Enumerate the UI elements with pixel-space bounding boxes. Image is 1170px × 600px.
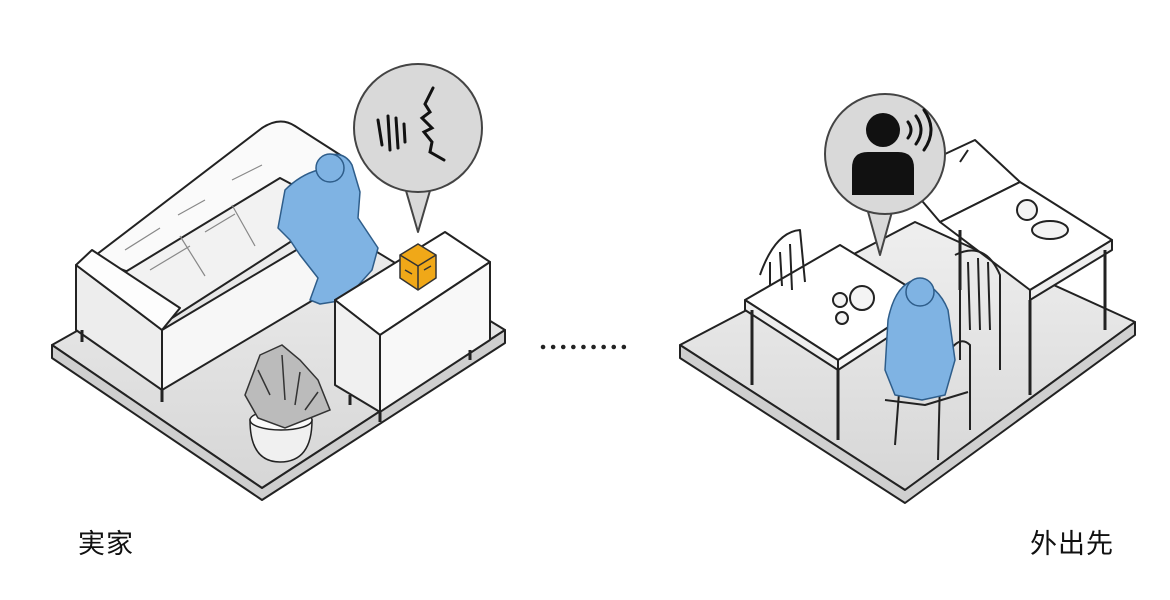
potted-plant xyxy=(244,344,331,463)
seated-person xyxy=(277,153,379,305)
home-label: 実家 xyxy=(78,529,134,560)
home-scene xyxy=(51,63,506,501)
speaking-face-icon xyxy=(376,86,446,162)
person-on-phone xyxy=(884,277,956,401)
right-speech-bubble xyxy=(824,93,946,256)
cafe-chairs xyxy=(759,229,1001,461)
person-speaking-icon xyxy=(852,108,933,195)
back-tables xyxy=(899,139,1113,395)
left-speech-bubble xyxy=(353,63,483,233)
away-label: 外出先 xyxy=(1030,529,1114,560)
away-scene xyxy=(679,93,1136,504)
smart-speaker-icon xyxy=(399,243,437,291)
